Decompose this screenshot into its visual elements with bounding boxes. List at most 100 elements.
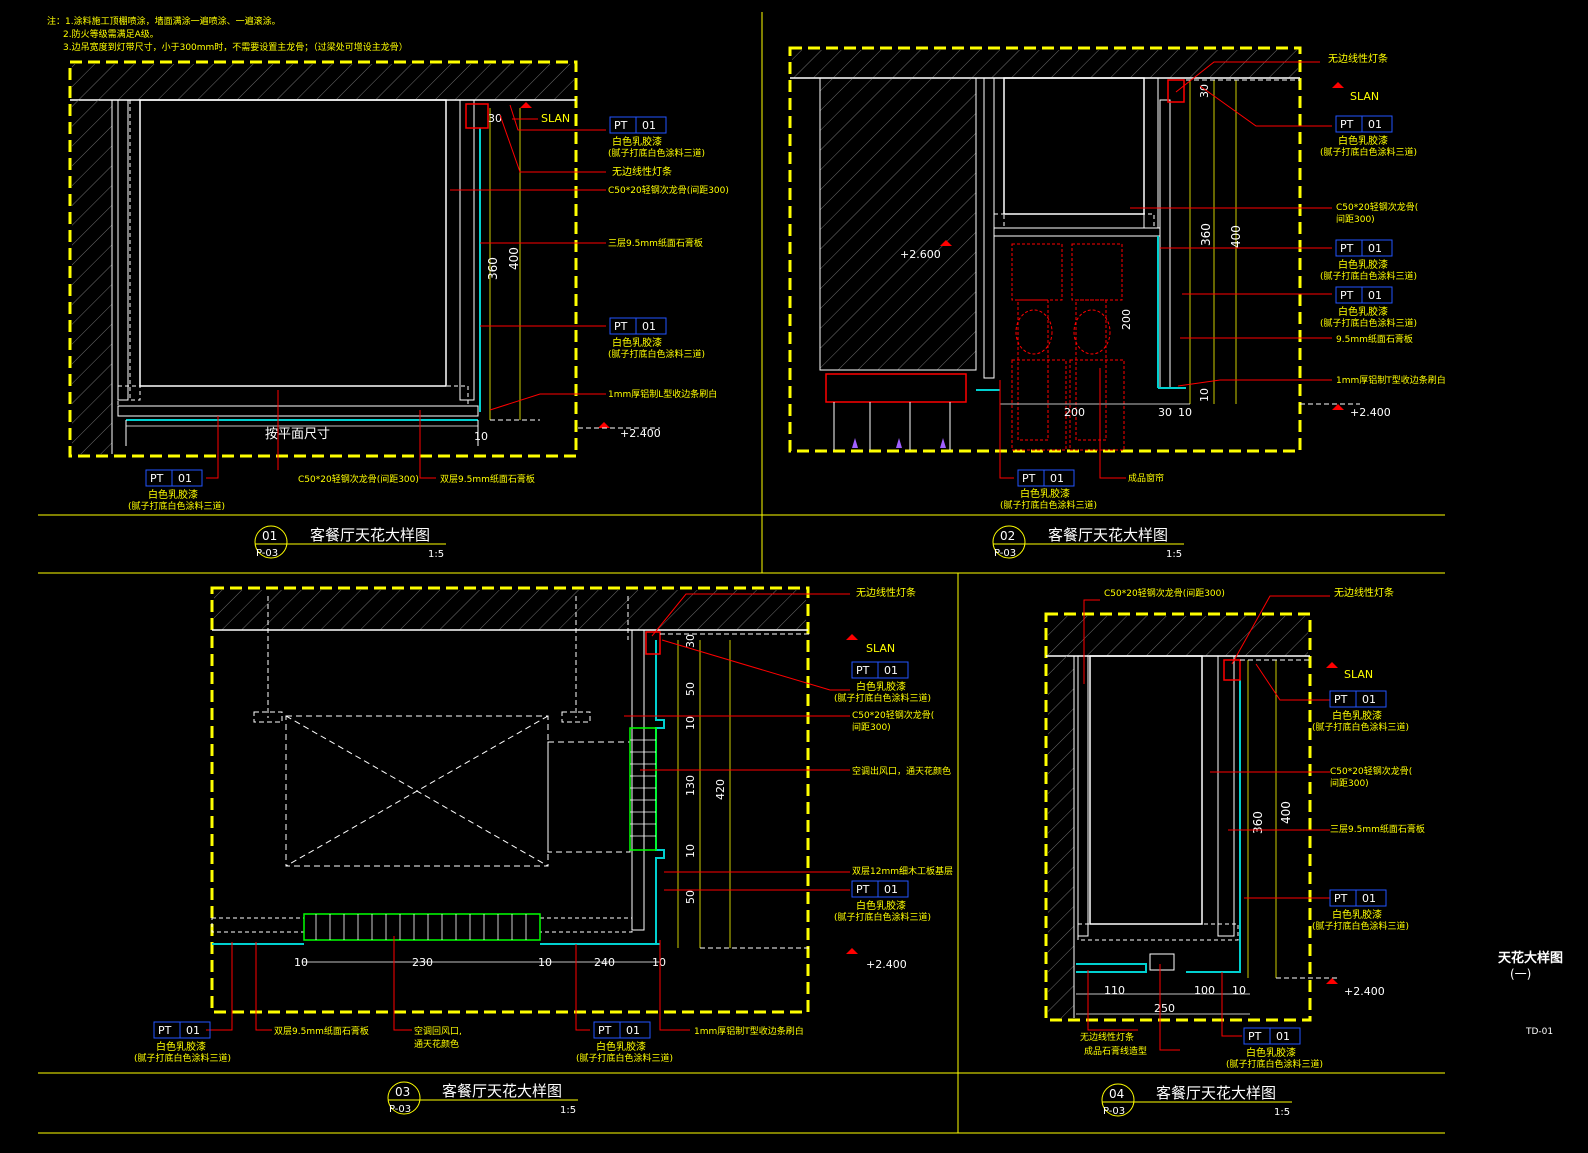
dim: 10 xyxy=(652,956,666,969)
svg-text:1mm厚铝制L型收边条刷白: 1mm厚铝制L型收边条刷白 xyxy=(608,388,717,400)
ac-unit xyxy=(285,715,631,867)
window-level: +2.600 xyxy=(900,248,941,261)
svg-text:白色乳胶漆: 白色乳胶漆 xyxy=(1246,1046,1296,1059)
svg-text:01: 01 xyxy=(884,664,898,677)
svg-text:1:5: 1:5 xyxy=(1274,1107,1290,1118)
svg-text:PT: PT xyxy=(1334,892,1348,905)
pt-tag: PT 01 xyxy=(609,317,667,335)
detail-02-drawing xyxy=(788,46,1360,453)
svg-text:空调回风口,: 空调回风口, xyxy=(414,1025,462,1037)
dim: 10 xyxy=(1198,388,1211,402)
sheet-code: TD-01 xyxy=(1525,1027,1553,1037)
svg-text:PT: PT xyxy=(1022,472,1036,485)
detail-02-dims: 30 360 400 200 10 200 30 10 xyxy=(1064,84,1243,419)
svg-text:(腻子打底白色涂料三道): (腻子打底白色涂料三道) xyxy=(1000,499,1097,511)
svg-text:双层12mm细木工板基层: 双层12mm细木工板基层 xyxy=(852,865,953,877)
dim: 10 xyxy=(1178,406,1192,419)
sheet-title-block: 天花大样图 (一) TD-01 xyxy=(1498,950,1563,1037)
pt-tag: PT 01 xyxy=(609,116,667,134)
svg-text:03: 03 xyxy=(395,1085,410,1099)
dim: 200 xyxy=(1064,406,1085,419)
svg-text:PT: PT xyxy=(614,320,628,333)
dim: 250 xyxy=(1154,1002,1175,1015)
svg-text:P-03: P-03 xyxy=(389,1104,411,1115)
svg-text:C50*20轻钢次龙骨(: C50*20轻钢次龙骨( xyxy=(1336,201,1418,213)
svg-text:C50*20轻钢次龙骨(间距300): C50*20轻钢次龙骨(间距300) xyxy=(1104,587,1225,599)
svg-text:白色乳胶漆: 白色乳胶漆 xyxy=(148,488,198,501)
svg-text:白色乳胶漆: 白色乳胶漆 xyxy=(856,899,906,912)
pt-tag: PT 01 xyxy=(1243,1027,1301,1045)
dim: 360 xyxy=(486,257,500,280)
slab-label: SLAN xyxy=(541,112,570,125)
svg-text:(腻子打底白色涂料三道): (腻子打底白色涂料三道) xyxy=(128,500,225,512)
pt-tag: PT 01 xyxy=(1335,239,1393,257)
svg-text:04: 04 xyxy=(1109,1087,1124,1101)
detail-03-title: 03 P-03 客餐厅天花大样图 1:5 xyxy=(387,1081,578,1116)
detail-02-labels: 无边线性灯条 SLAN PT 01 白色乳胶漆 (腻子打底白色涂料三道) C50… xyxy=(900,52,1446,511)
svg-text:(腻子打底白色涂料三道): (腻子打底白色涂料三道) xyxy=(1226,1058,1323,1070)
detail-03-drawing xyxy=(210,586,858,1014)
detail-01-frame xyxy=(68,60,578,458)
svg-text:01: 01 xyxy=(642,320,656,333)
svg-text:PT: PT xyxy=(1340,118,1354,131)
detail-01-labels: SLAN PT 01 白色乳胶漆 (腻子打底白色涂料三道) 无边线性灯条 C50… xyxy=(128,112,729,512)
bulkhead-box xyxy=(139,99,447,387)
svg-text:白色乳胶漆: 白色乳胶漆 xyxy=(1338,258,1388,271)
svg-text:客餐厅天花大样图: 客餐厅天花大样图 xyxy=(1156,1084,1276,1102)
svg-text:PT: PT xyxy=(1248,1030,1262,1043)
svg-text:9.5mm纸面石膏板: 9.5mm纸面石膏板 xyxy=(1336,333,1413,345)
svg-text:空调出风口，通天花颜色: 空调出风口，通天花颜色 xyxy=(852,765,951,777)
detail-01-drawing xyxy=(68,60,660,458)
svg-text:客餐厅天花大样图: 客餐厅天花大样图 xyxy=(1048,526,1168,544)
svg-text:PT: PT xyxy=(1334,693,1348,706)
detail-title: 客餐厅天花大样图 xyxy=(310,526,430,544)
svg-text:双层9.5mm纸面石膏板: 双层9.5mm纸面石膏板 xyxy=(274,1025,369,1037)
svg-text:无边线性灯条: 无边线性灯条 xyxy=(1328,52,1388,65)
pt-tag: PT 01 xyxy=(1017,469,1075,487)
dim: 30 xyxy=(684,634,697,648)
note-2: 2.防火等级需满足A级。 xyxy=(63,28,159,40)
svg-text:+2.400: +2.400 xyxy=(866,958,907,971)
pt-tag: PT 01 xyxy=(851,880,909,898)
svg-text:01: 01 xyxy=(1050,472,1064,485)
svg-text:01: 01 xyxy=(1362,892,1376,905)
svg-text:间距300): 间距300) xyxy=(1336,213,1375,225)
svg-text:三层9.5mm纸面石膏板: 三层9.5mm纸面石膏板 xyxy=(608,237,703,249)
pt-tag: PT 01 xyxy=(1329,889,1387,907)
sheet-title: 天花大样图 xyxy=(1498,950,1563,966)
pt-tag: PT 01 xyxy=(153,1021,211,1039)
svg-text:PT: PT xyxy=(1340,242,1354,255)
detail-04-leaders xyxy=(1083,595,1330,1051)
ac-return-grille xyxy=(303,913,541,941)
dim: 10 xyxy=(474,430,488,443)
detail-04-dims: 360 400 110 100 10 250 xyxy=(1104,801,1293,1015)
gypsum-profile xyxy=(1149,953,1175,971)
note-1: 注：1.涂料施工顶棚喷涂，墙面满涂一遍喷涂、一遍滚涂。 xyxy=(47,15,281,27)
pt-tag: PT 01 xyxy=(1335,286,1393,304)
dim: 240 xyxy=(594,956,615,969)
svg-text:01: 01 xyxy=(884,883,898,896)
svg-text:白色乳胶漆: 白色乳胶漆 xyxy=(1332,709,1382,722)
detail-01-title: 01 P-03 客餐厅天花大样图 1:5 xyxy=(254,525,446,560)
slab-hatch xyxy=(72,64,574,100)
svg-text:(腻子打底白色涂料三道): (腻子打底白色涂料三道) xyxy=(608,147,705,159)
plan-size-label: 按平面尺寸 xyxy=(265,427,330,442)
svg-text:白色乳胶漆: 白色乳胶漆 xyxy=(612,135,662,148)
svg-text:间距300): 间距300) xyxy=(852,721,891,733)
svg-text:SLAN: SLAN xyxy=(1350,90,1379,103)
svg-text:C50*20轻钢次龙骨(间距300): C50*20轻钢次龙骨(间距300) xyxy=(608,184,729,196)
dim: 50 xyxy=(684,890,697,904)
svg-text:白色乳胶漆: 白色乳胶漆 xyxy=(1020,487,1070,500)
sheet-ref: P-03 xyxy=(256,548,278,559)
svg-text:+2.400: +2.400 xyxy=(1350,406,1391,419)
svg-text:C50*20轻钢次龙骨(: C50*20轻钢次龙骨( xyxy=(852,709,934,721)
pt-tag: PT 01 xyxy=(593,1021,651,1039)
svg-text:02: 02 xyxy=(1000,529,1015,543)
svg-text:间距300): 间距300) xyxy=(1330,777,1369,789)
svg-text:PT: PT xyxy=(856,883,870,896)
svg-text:01: 01 xyxy=(626,1024,640,1037)
sheet-grid xyxy=(38,12,1445,1134)
svg-text:双层9.5mm纸面石膏板: 双层9.5mm纸面石膏板 xyxy=(440,473,535,485)
detail-04-frame xyxy=(1044,612,1312,1022)
svg-text:01: 01 xyxy=(1368,118,1382,131)
